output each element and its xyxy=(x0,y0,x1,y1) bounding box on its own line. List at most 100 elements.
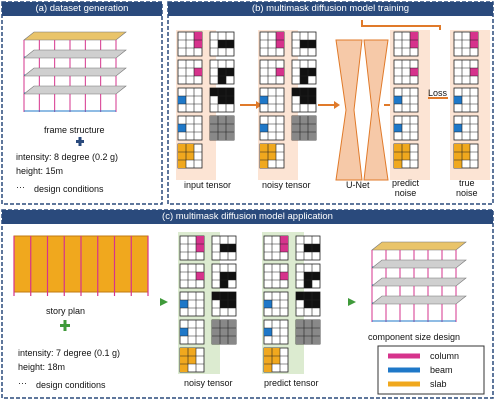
c-noisy-r3-cell xyxy=(212,328,220,336)
c-predict-r2-cell xyxy=(296,292,304,300)
noisy-tensor-r2-cell xyxy=(300,96,308,104)
noisy-tensor-r3-cell xyxy=(300,132,308,140)
c-predict-g0-cell xyxy=(280,236,288,244)
input-tensor-g0-cell xyxy=(194,32,202,40)
noisy-tensor-g1-cell xyxy=(276,68,284,76)
input-tensor-g4-cell xyxy=(178,152,186,160)
a-design-conditions: design conditions xyxy=(34,184,104,194)
building-a-slab xyxy=(23,31,127,41)
plus-v-a xyxy=(78,137,82,146)
noisy-tensor-r3-cell xyxy=(300,124,308,132)
c-noisy-label: noisy tensor xyxy=(184,378,233,388)
input-tensor-r3-cell xyxy=(218,116,226,124)
noisy-tensor-g0-cell xyxy=(276,32,284,40)
panel-c-title: (c) multimask diffusion model applicatio… xyxy=(2,210,493,224)
true-noise-g4-cell xyxy=(454,152,462,160)
c-predict-r0-cell xyxy=(304,244,312,252)
noisy-tensor-r1-cell xyxy=(308,68,316,76)
c-noisy-r3-cell xyxy=(220,328,228,336)
building-a-slab xyxy=(23,85,127,95)
true-noise-g4-cell xyxy=(454,144,462,152)
c-noisy-g4-cell xyxy=(188,348,196,356)
noisy-tensor-r2-cell xyxy=(292,88,300,96)
panel-b-title: (b) multimask diffusion model training xyxy=(168,2,493,16)
input-tensor-r3-cell xyxy=(210,124,218,132)
legend-slab-label: slab xyxy=(430,379,447,389)
input-tensor-r3-cell xyxy=(218,124,226,132)
c-predict-r3-cell xyxy=(296,320,304,328)
c-noisy-r2-cell xyxy=(220,300,228,308)
noisy-tensor-g0-cell xyxy=(276,40,284,48)
noisy-tensor-label: noisy tensor xyxy=(262,180,311,190)
noisy-tensor-r2-cell xyxy=(308,96,316,104)
building-c-slab xyxy=(371,241,467,251)
predict-noise-g4-cell xyxy=(394,152,402,160)
c-predict-r3-cell xyxy=(296,328,304,336)
input-tensor-g4-cell xyxy=(178,144,186,152)
c-noisy-g4-cell xyxy=(180,364,188,372)
c-noisy-r0-cell xyxy=(228,244,236,252)
c-predict-r3-cell xyxy=(296,336,304,344)
noisy-tensor-g4-cell xyxy=(268,152,276,160)
noisy-tensor-r0-cell xyxy=(308,40,316,48)
true-noise-g0-cell xyxy=(470,40,478,48)
predict-noise-g0-cell xyxy=(410,32,418,40)
arrow-head-2 xyxy=(334,101,340,109)
predict-noise-g2-cell xyxy=(394,96,402,104)
input-tensor-g0-cell xyxy=(194,40,202,48)
c-noisy-r3-cell xyxy=(212,320,220,328)
input-tensor-r2-cell xyxy=(210,88,218,96)
c-noisy-r2-cell xyxy=(220,292,228,300)
unet-left-shape xyxy=(335,39,363,181)
input-tensor-r1-cell xyxy=(226,68,234,76)
c-predict-g4-cell xyxy=(272,356,280,364)
predict-noise-g4-cell xyxy=(402,144,410,152)
c-predict-r3-cell xyxy=(304,328,312,336)
c-noisy-g0-cell xyxy=(196,244,204,252)
input-tensor-r3-cell xyxy=(226,132,234,140)
noisy-tensor-r1-cell xyxy=(300,76,308,84)
input-tensor-g2-cell xyxy=(178,96,186,104)
building-c-slab xyxy=(371,259,467,269)
input-tensor-r3-cell xyxy=(226,124,234,132)
a-ellipsis: ··· xyxy=(16,182,25,192)
noisy-tensor-r3-cell xyxy=(300,116,308,124)
c-noisy-r1-cell xyxy=(220,272,228,280)
c-noisy-g1-cell xyxy=(196,272,204,280)
c-noisy-r0-cell xyxy=(220,244,228,252)
c-predict-r1-cell xyxy=(312,272,320,280)
c-predict-g4-cell xyxy=(264,356,272,364)
c-predict-r2-cell xyxy=(312,300,320,308)
legend-column-label: column xyxy=(430,351,460,361)
predict-noise-g0-cell xyxy=(410,40,418,48)
c-noisy-r3-cell xyxy=(228,320,236,328)
unet-right-shape xyxy=(363,39,389,181)
input-tensor-r2-cell xyxy=(218,96,226,104)
input-tensor-g3-cell xyxy=(178,124,186,132)
frame-structure-label: frame structure xyxy=(44,125,105,135)
a-intensity: intensity: 8 degree (0.2 g) xyxy=(16,152,119,162)
c-noisy-r3-cell xyxy=(228,336,236,344)
true-noise-label: true noise xyxy=(456,178,478,198)
c-noisy-g2-cell xyxy=(180,300,188,308)
predict-noise-g1-cell xyxy=(410,68,418,76)
input-tensor-g4-cell xyxy=(186,152,194,160)
noisy-tensor-r0-cell xyxy=(300,40,308,48)
panel-c-frame xyxy=(1,209,494,399)
noisy-tensor-g4-cell xyxy=(260,144,268,152)
c-height: height: 18m xyxy=(18,362,66,372)
c-noisy-r3-cell xyxy=(228,328,236,336)
green-arrow-1 xyxy=(160,298,168,306)
c-noisy-g0-cell xyxy=(196,236,204,244)
c-design-conditions: design conditions xyxy=(36,380,106,390)
c-predict-g1-cell xyxy=(280,272,288,280)
input-tensor-r2-cell xyxy=(218,88,226,96)
arrow-head-1 xyxy=(256,101,262,109)
predict-noise-label: predict noise xyxy=(392,178,420,198)
c-noisy-g4-cell xyxy=(180,356,188,364)
input-tensor-r3-cell xyxy=(210,132,218,140)
c-noisy-r2-cell xyxy=(228,292,236,300)
c-noisy-r3-cell xyxy=(212,336,220,344)
noisy-tensor-g3-cell xyxy=(260,124,268,132)
building-a-slab xyxy=(23,49,127,59)
